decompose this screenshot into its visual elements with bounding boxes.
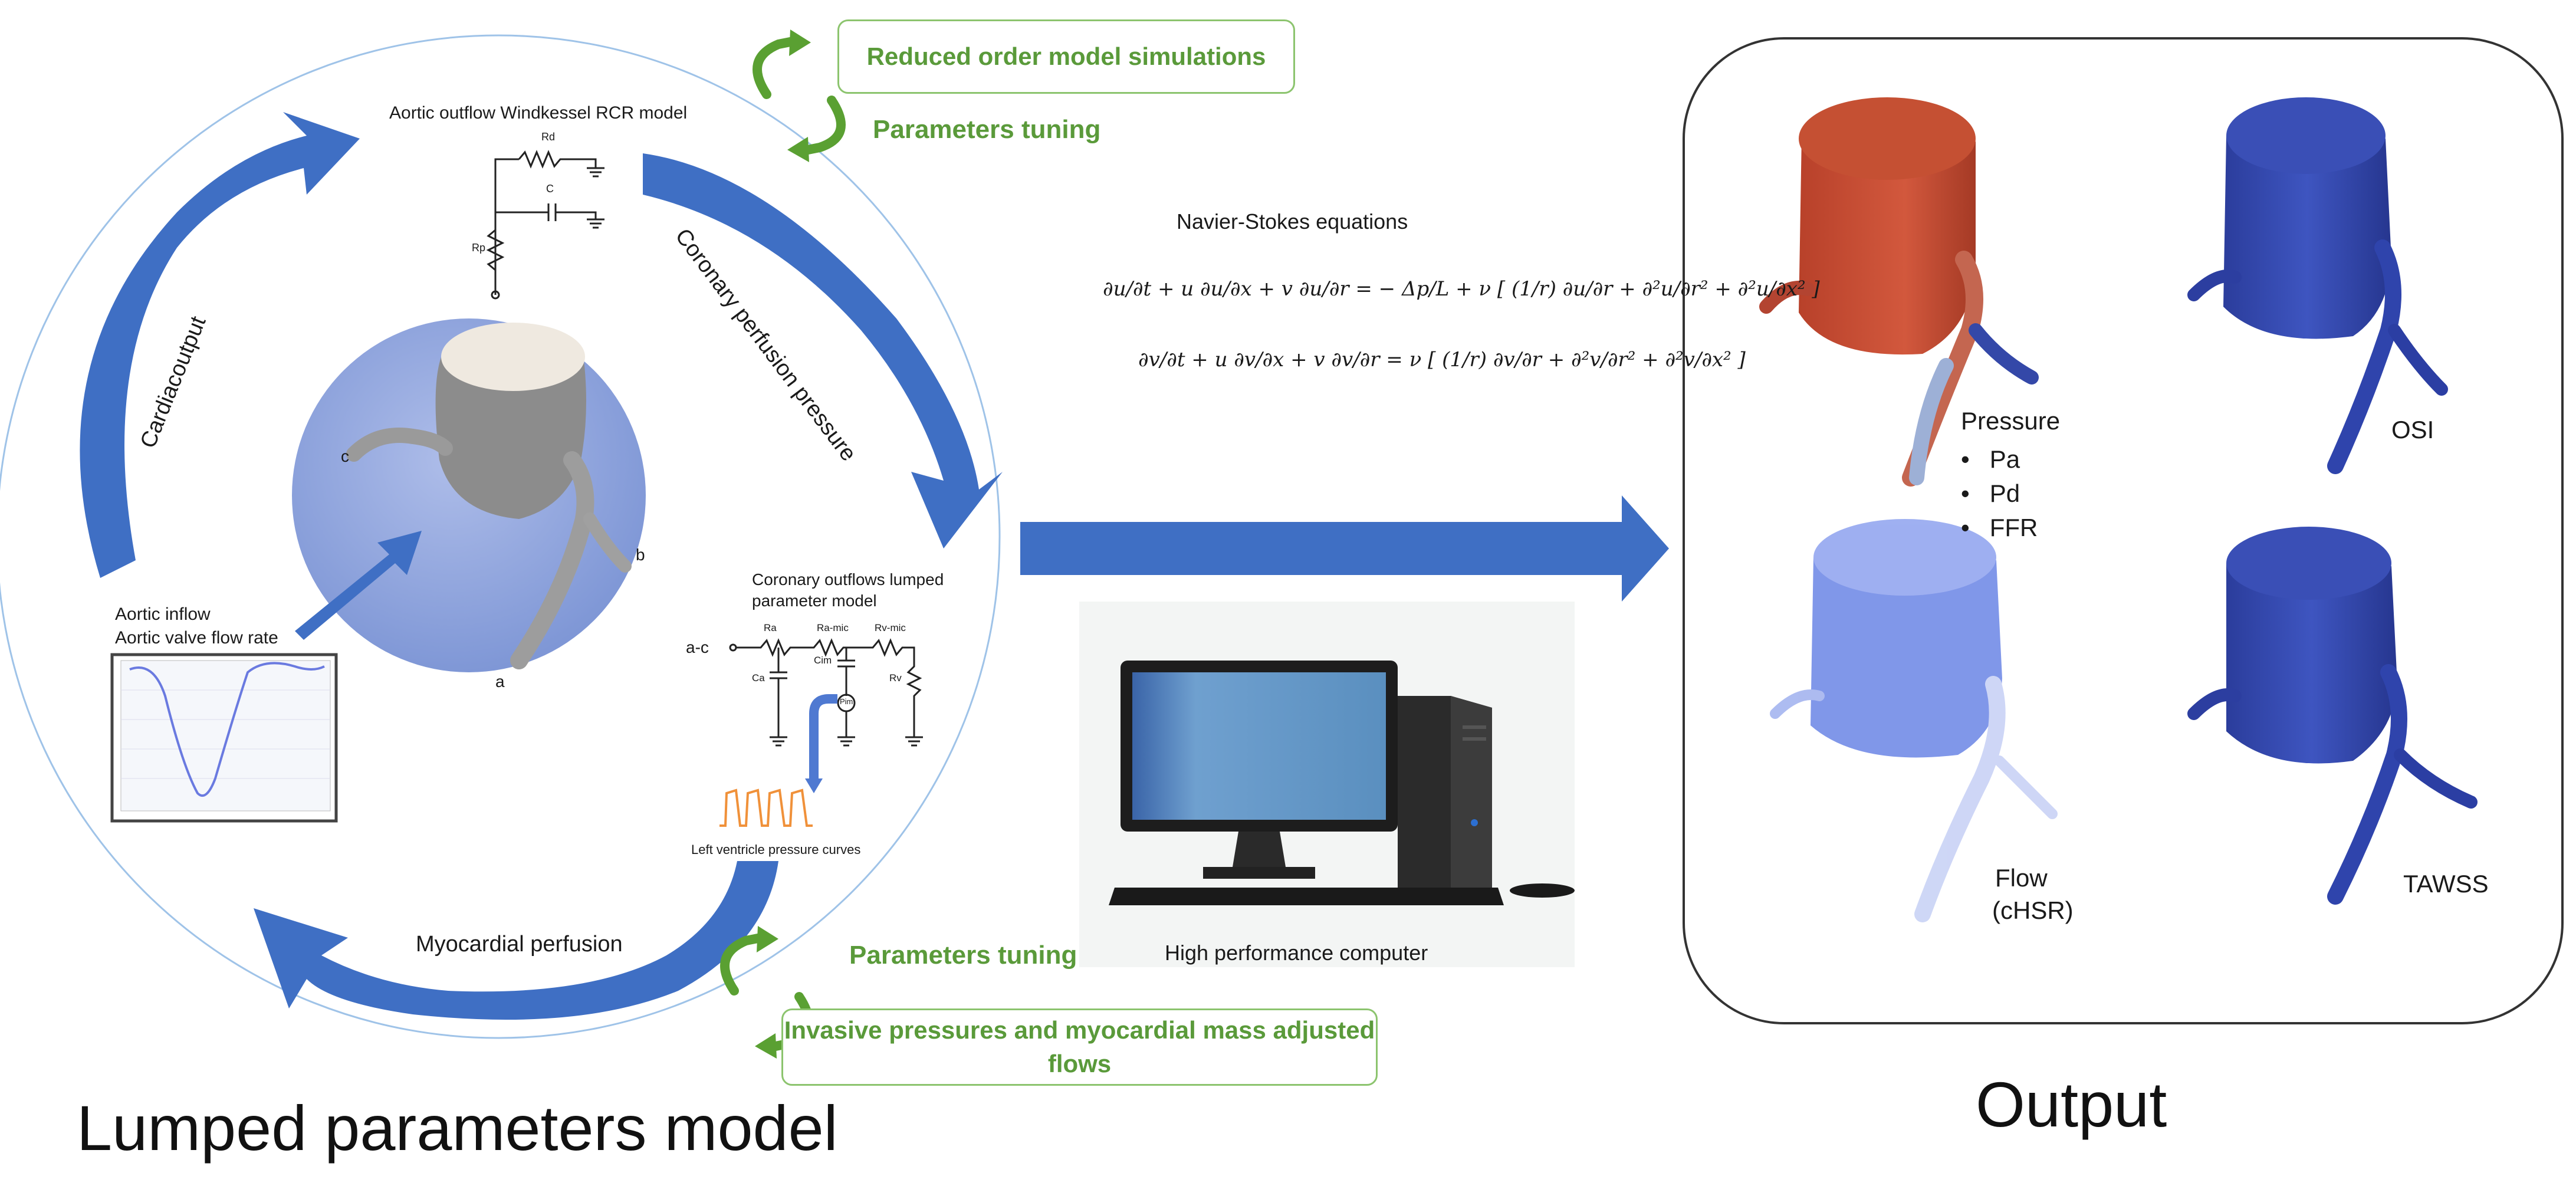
invasive-pressures-box: Invasive pressures and myocardial mass a… xyxy=(781,1008,1378,1086)
rcr-circuit xyxy=(486,150,604,300)
coronary-pressure-arrow xyxy=(643,153,1003,548)
output-title: Output xyxy=(1976,1069,2167,1140)
rcr-rp-label: Rp xyxy=(472,242,486,254)
osi-vessel-model xyxy=(2187,97,2448,474)
flow-sub-label: (cHSR) xyxy=(1992,896,2074,924)
hpc-label: High performance computer xyxy=(1165,941,1428,965)
flow-label: Flow xyxy=(1995,864,2048,892)
vessel-label-a: a xyxy=(495,672,505,691)
to-output-arrow xyxy=(1020,495,1669,602)
tuning-bottom-label: Parameters tuning xyxy=(849,941,1077,970)
pressure-item: Pa xyxy=(1961,445,2038,474)
pressure-items: Pa Pd FFR xyxy=(1961,439,2038,548)
vessel-label-b: b xyxy=(636,546,645,564)
coronary-circuit xyxy=(729,638,923,747)
myocardial-perfusion-arrow xyxy=(254,861,778,1020)
lv-pressure-injection xyxy=(809,694,837,784)
coronary-ac-label: a-c xyxy=(686,638,709,656)
coronary-pim-label: Pim xyxy=(840,697,853,706)
pressure-item: Pd xyxy=(1961,479,2038,508)
ns-equation-1: ∂u/∂t + u ∂u/∂x + v ∂u/∂r = − Δp/L + ν [… xyxy=(1103,277,1820,301)
osi-label: OSI xyxy=(2391,416,2434,443)
lumped-title: Lumped parameters model xyxy=(77,1092,838,1164)
coronary-rvmic-label: Rv-mic xyxy=(875,622,906,633)
ns-equation-2: ∂v/∂t + u ∂v/∂x + v ∂v/∂r = ν [ (1/r) ∂v… xyxy=(1138,348,1746,372)
pressure-item: FFR xyxy=(1961,514,2038,542)
aortic-inflow-label: Aortic inflow xyxy=(115,605,211,624)
vessel-label-c: c xyxy=(341,447,349,465)
tawss-label: TAWSS xyxy=(2403,870,2489,898)
flow-chart-curve xyxy=(129,662,325,797)
coronary-ca-label: Ca xyxy=(752,672,765,684)
rcr-rd-label: Rd xyxy=(541,131,556,143)
coronary-rv-label: Rv xyxy=(889,672,902,684)
aortic-rcr-label: Aortic outflow Windkessel RCR model xyxy=(389,103,688,123)
coronary-ra-label: Ra xyxy=(764,622,777,633)
myocardial-perfusion-label: Myocardial perfusion xyxy=(416,932,623,957)
coronary-model-label: Coronary outflows lumped parameter model xyxy=(752,570,944,610)
cardiac-output-arrow xyxy=(80,112,360,578)
lv-pressure-curves xyxy=(719,789,813,827)
hpc-illustration xyxy=(1079,602,1575,967)
coronary-cim-label: Cim xyxy=(814,655,832,666)
vessel-model-grey xyxy=(346,323,632,669)
tuning-top-label: Parameters tuning xyxy=(873,115,1101,144)
coronary-ramic-label: Ra-mic xyxy=(817,622,849,633)
rom-simulations-box: Reduced order model simulations xyxy=(837,19,1295,94)
tawss-vessel-model xyxy=(2187,527,2478,905)
output-panel xyxy=(1683,37,2564,1024)
aortic-valve-label: Aortic valve flow rate xyxy=(115,628,278,648)
ns-title: Navier-Stokes equations xyxy=(1177,209,1408,234)
tuning-cycle-top-icon xyxy=(753,37,846,155)
aortic-inflow-arrow xyxy=(295,531,422,640)
lv-curves-label: Left ventricle pressure curves xyxy=(691,842,861,857)
loop-circle xyxy=(0,34,1001,1039)
pressure-label: Pressure xyxy=(1961,407,2061,435)
rcr-c-label: C xyxy=(546,183,554,195)
pressure-vessel-model xyxy=(1759,97,2039,487)
flow-vessel-model xyxy=(1770,519,2058,922)
